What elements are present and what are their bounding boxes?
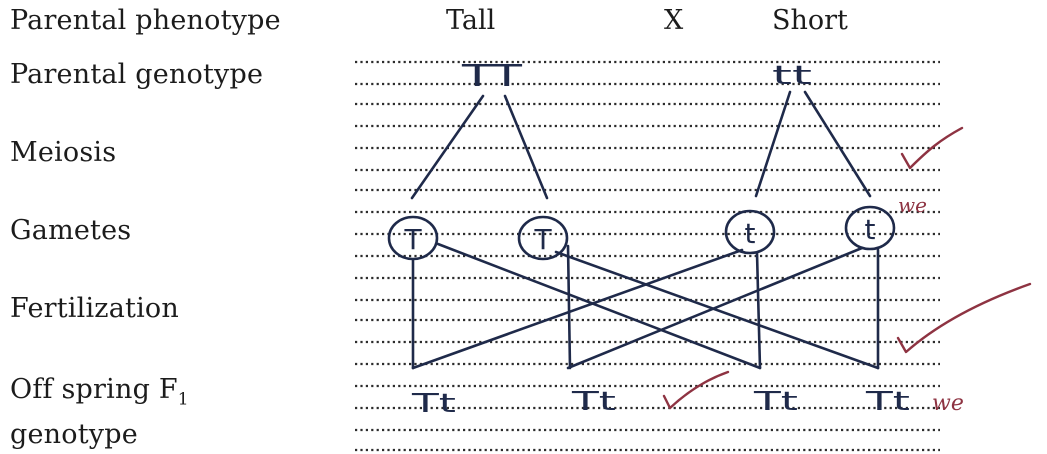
label-offspring-line2: genotype	[10, 419, 138, 451]
label-meiosis: Meiosis	[10, 137, 117, 168]
meiosis-stroke	[803, 90, 872, 198]
offspring-1: Tt	[410, 389, 456, 419]
marker-checks	[662, 126, 1032, 410]
parent2-genotype: tt	[772, 61, 812, 91]
header-tall: Tall	[446, 5, 496, 36]
label-gametes: Gametes	[10, 215, 132, 246]
meiosis-lines	[410, 90, 872, 200]
gamete-circles	[387, 205, 896, 261]
gamete-circle	[844, 205, 896, 251]
offspring-3: Tt	[752, 387, 798, 417]
check-mark-icon	[662, 370, 730, 410]
fertilization-stroke	[436, 242, 762, 370]
header-short: Short	[772, 5, 848, 36]
gamete-circle	[517, 215, 569, 261]
label-offspring-line1: Off spring F	[10, 374, 178, 405]
header-cross-symbol: X	[664, 5, 684, 36]
marker-note-2: we	[932, 391, 964, 416]
gamete-4: t	[865, 213, 876, 246]
meiosis-stroke	[754, 90, 792, 198]
label-offspring-subscript: 1	[177, 389, 189, 410]
meiosis-stroke	[410, 94, 485, 200]
fertilization-stroke	[566, 244, 572, 370]
fertilization-stroke	[411, 248, 744, 370]
fertilization-stroke	[554, 250, 880, 370]
check-mark-icon	[896, 282, 1032, 354]
label-offspring-genotype: Off spring F1 genotype	[10, 372, 189, 453]
marker-note-1: we	[898, 193, 927, 217]
gamete-1: T	[403, 223, 422, 256]
fertilization-stroke	[755, 251, 762, 370]
meiosis-stroke	[503, 94, 549, 200]
check-mark-icon	[900, 126, 964, 170]
offspring-2: Tt	[570, 387, 616, 417]
fertilization-lines	[411, 242, 880, 370]
gamete-circle	[724, 209, 776, 255]
parent1-genotype: TT	[460, 59, 523, 94]
label-fertilization: Fertilization	[10, 293, 179, 324]
offspring-4: Tt	[864, 387, 910, 417]
label-parental-phenotype: Parental phenotype	[10, 5, 281, 36]
gamete-2: T	[533, 223, 552, 256]
gamete-3: t	[745, 217, 756, 250]
label-parental-genotype: Parental genotype	[10, 59, 264, 90]
